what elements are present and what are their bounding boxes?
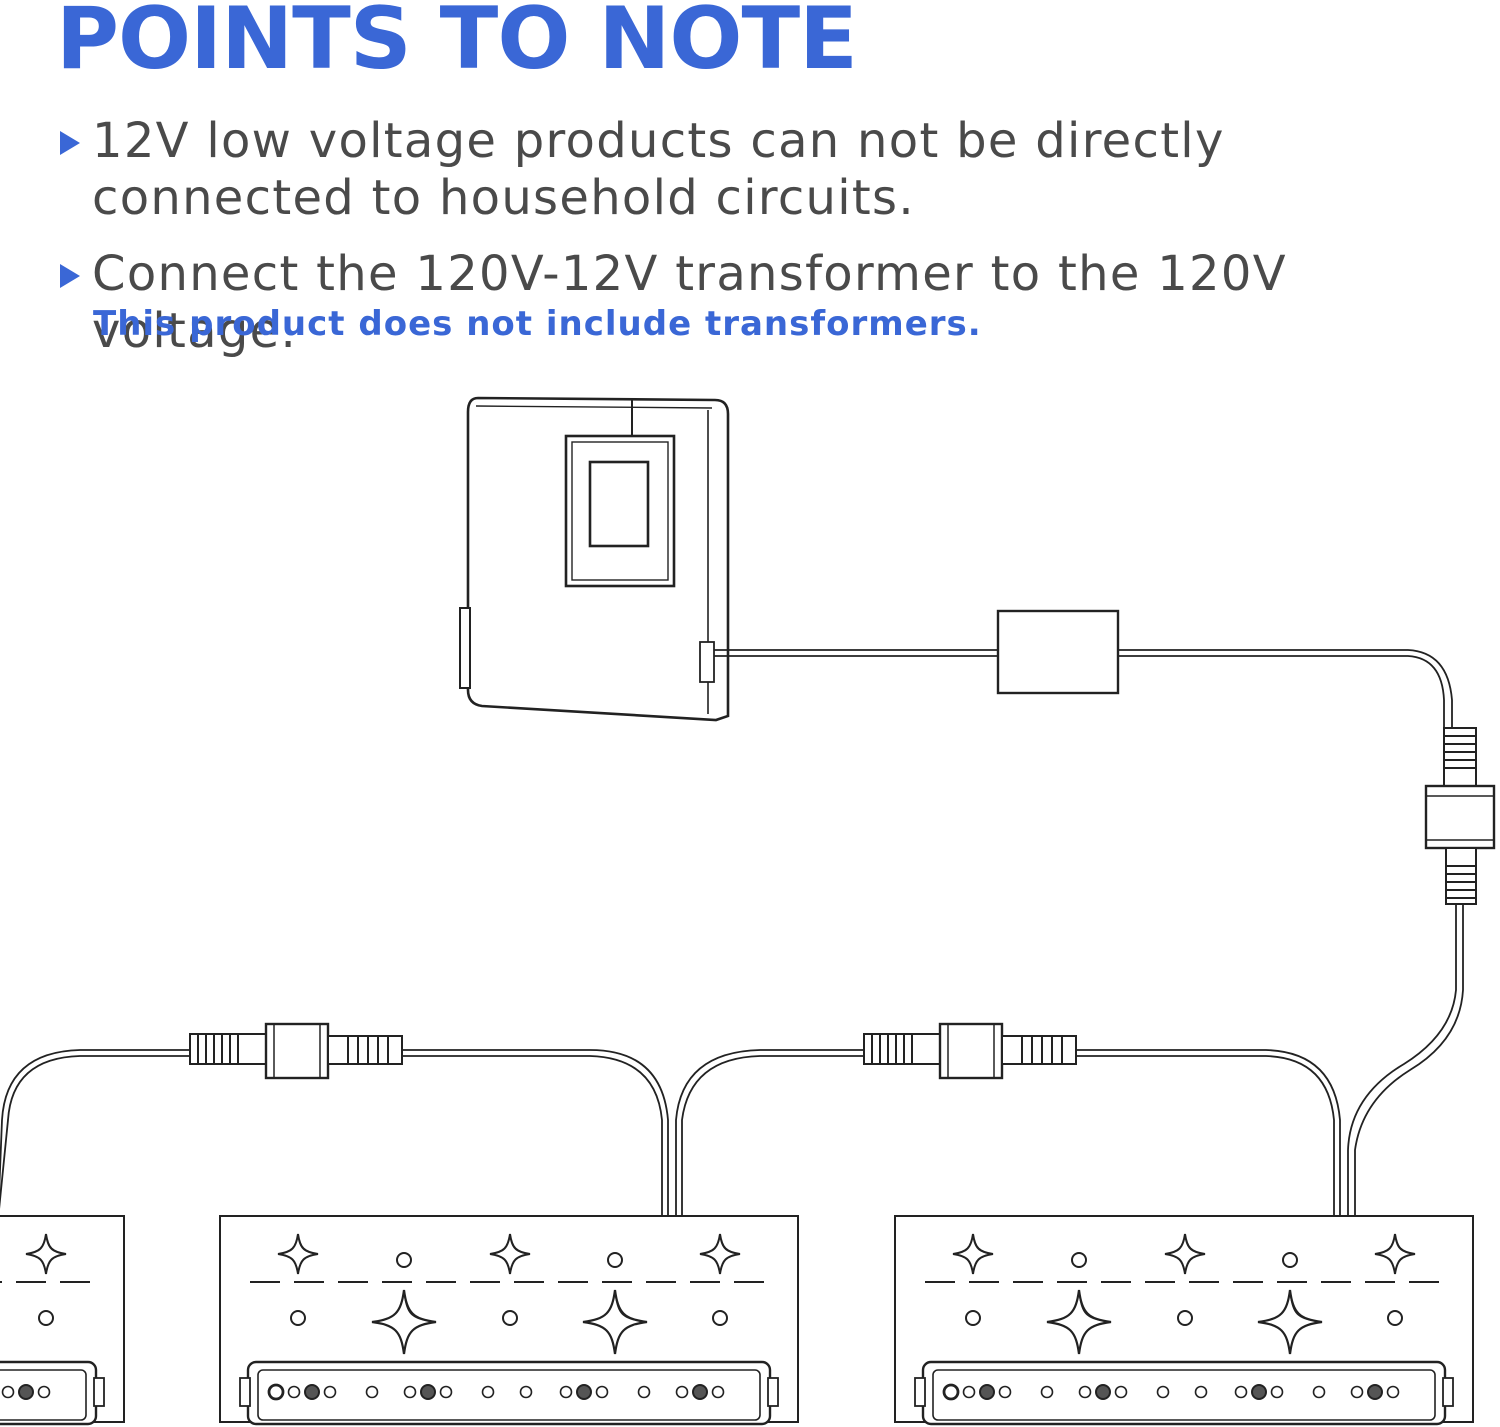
bullet-item-2: Connect the 120V-12V transformer to the … bbox=[60, 246, 1460, 360]
triangle-bullet-icon bbox=[60, 264, 80, 288]
bullet-item-1: 12V low voltage products can not be dire… bbox=[60, 113, 1460, 227]
page-title: POINTS TO NOTE bbox=[56, 0, 858, 89]
connector bbox=[862, 1022, 1078, 1080]
triangle-bullet-icon bbox=[60, 131, 80, 155]
main-cable bbox=[714, 609, 1453, 730]
bullet-text-1: 12V low voltage products can not be dire… bbox=[92, 113, 1225, 226]
inline-box bbox=[996, 609, 1120, 695]
cable-left bbox=[0, 1049, 190, 1210]
connector bbox=[1424, 727, 1496, 905]
transformer bbox=[459, 396, 730, 722]
light-panel bbox=[0, 1215, 125, 1426]
light-panel bbox=[219, 1215, 799, 1426]
cable-mid bbox=[675, 1049, 864, 1362]
cable-left-b bbox=[402, 1049, 669, 1362]
transformer-note: This product does not include transforme… bbox=[93, 304, 982, 344]
connector bbox=[188, 1022, 404, 1080]
feed-cable bbox=[1347, 904, 1464, 1362]
light-panel bbox=[894, 1215, 1474, 1426]
bullet-text-2: Connect the 120V-12V transformer to the … bbox=[92, 246, 1287, 359]
cable-mid-b bbox=[1076, 1049, 1341, 1362]
